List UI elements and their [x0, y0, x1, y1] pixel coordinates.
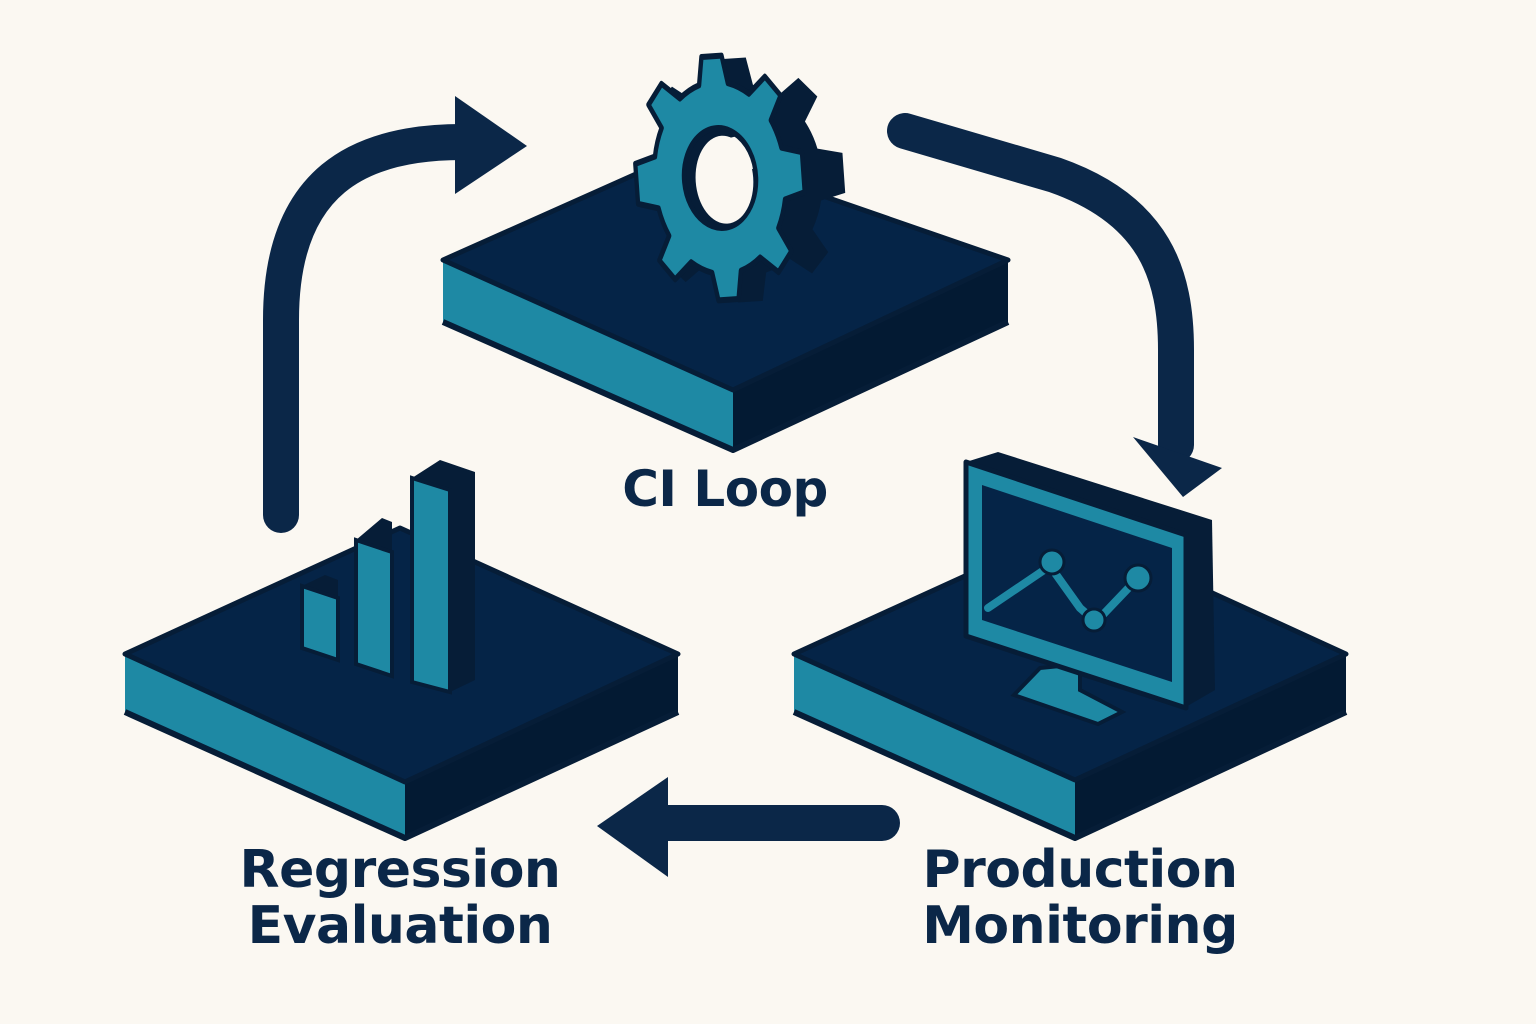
- bar-chart-icon: [300, 460, 475, 695]
- ci-loop-label: CI Loop: [560, 462, 890, 516]
- arrow-ci-to-production: [887, 113, 1222, 497]
- bar-1: [300, 575, 340, 663]
- monitor-chart-icon: [963, 452, 1215, 727]
- arrow-production-to-regression: [597, 777, 900, 877]
- production-monitoring-label: Production Monitoring: [880, 842, 1280, 954]
- platform-regression-evaluation: [122, 525, 681, 841]
- regression-label-line1: Regression: [239, 840, 561, 900]
- production-label-line1: Production: [922, 840, 1238, 900]
- arrow-regression-to-ci: [263, 96, 527, 533]
- bar-3: [410, 460, 475, 695]
- regression-evaluation-label: Regression Evaluation: [200, 842, 600, 954]
- bar-2: [354, 518, 394, 679]
- production-label-line2: Monitoring: [922, 896, 1238, 957]
- regression-label-line2: Evaluation: [247, 896, 553, 957]
- gear-icon: [633, 52, 846, 304]
- ci-loop-label-text: CI Loop: [622, 460, 828, 518]
